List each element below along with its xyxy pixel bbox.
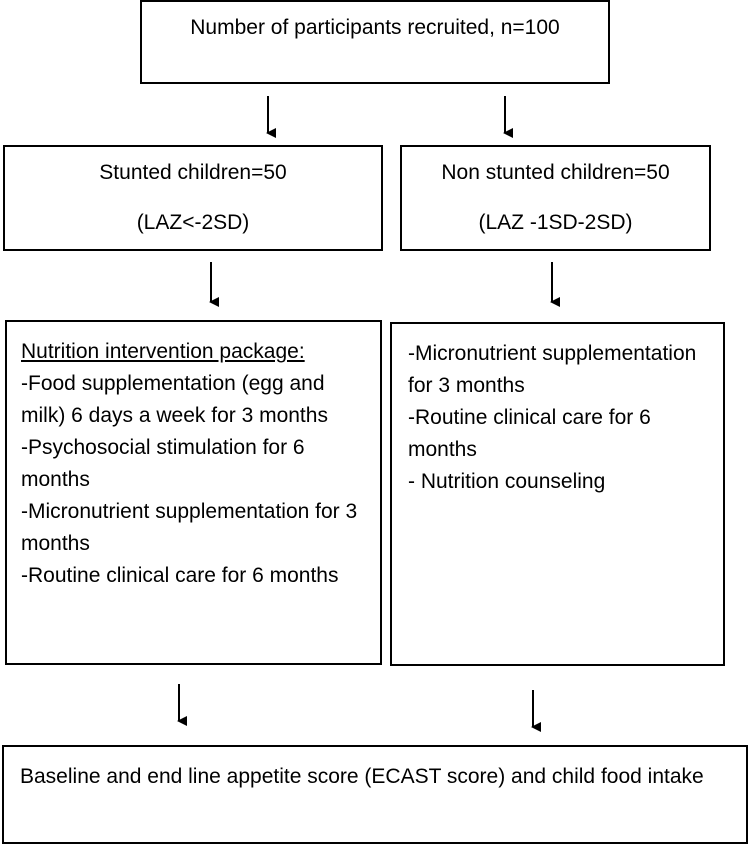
stunted-group-title: Stunted children=50 [99,161,287,184]
nonstunted-group-box: Non stunted children=50 (LAZ -1SD-2SD) [400,145,711,251]
outcome-text: Baseline and end line appetite score (EC… [20,765,704,788]
list-item: -Micronutrient supplementation for 3 mon… [21,500,358,555]
nonstunted-group-title: Non stunted children=50 [441,161,670,184]
list-item: -Psychosocial stimulation for 6 months [21,436,305,491]
recruitment-text: Number of participants recruited, n=100 [190,16,560,39]
stunted-intervention-box: Nutrition intervention package: -Food su… [5,320,382,665]
stunted-group-box: Stunted children=50 (LAZ<-2SD) [3,145,383,251]
stunted-intervention-list: -Food supplementation (egg and milk) 6 d… [21,368,366,592]
stunted-group-criteria: (LAZ<-2SD) [136,211,250,234]
outcome-box: Baseline and end line appetite score (EC… [2,745,748,844]
nonstunted-intervention-box: -Micronutrient supplementation for 3 mon… [390,322,725,666]
recruitment-box: Number of participants recruited, n=100 [140,0,610,84]
nonstunted-intervention-list: -Micronutrient supplementation for 3 mon… [408,338,709,498]
nonstunted-group-criteria: (LAZ -1SD-2SD) [478,211,633,234]
list-item: - Nutrition counseling [408,470,606,493]
list-item: -Food supplementation (egg and milk) 6 d… [21,372,328,427]
intervention-package-heading: Nutrition intervention package: [21,340,305,363]
list-item: -Routine clinical care for 6 months [408,406,651,461]
list-item: -Micronutrient supplementation for 3 mon… [408,342,697,397]
list-item: -Routine clinical care for 6 months [21,564,339,587]
